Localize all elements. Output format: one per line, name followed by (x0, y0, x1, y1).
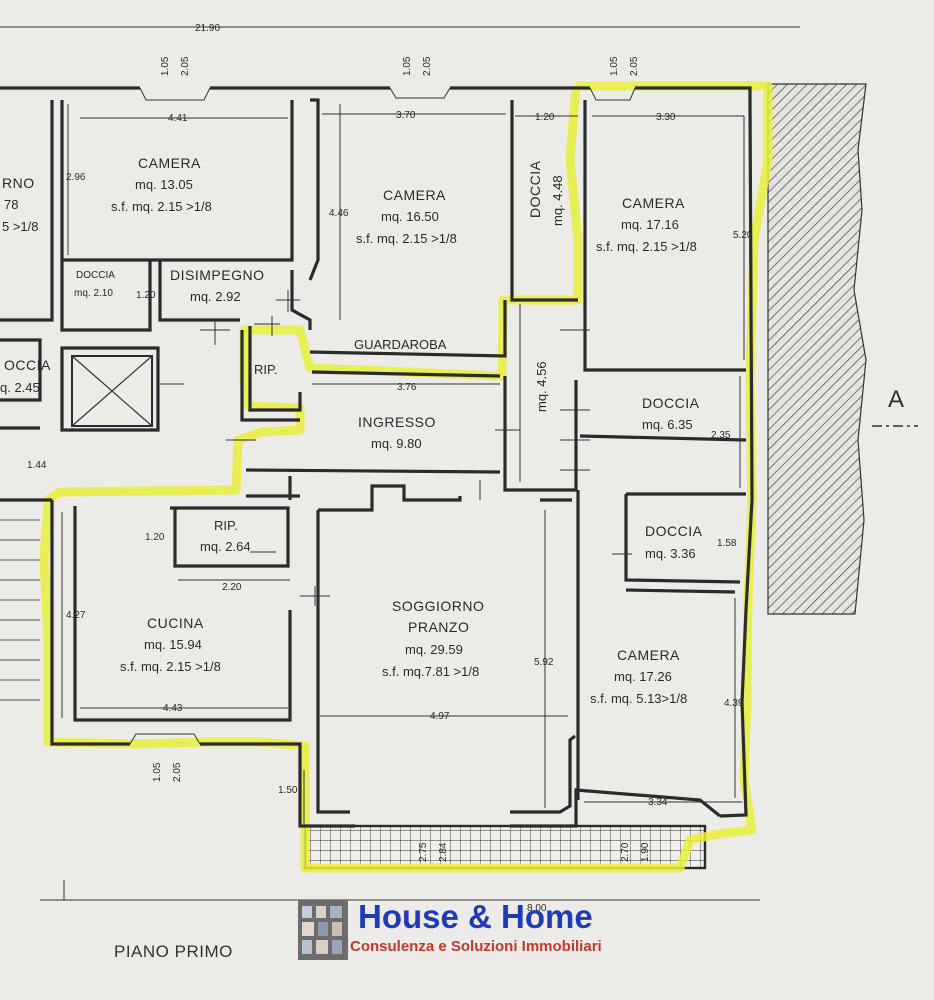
room-camera-1-area: mq. 13.05 (135, 177, 193, 192)
interior-walls (0, 98, 747, 814)
room-ingresso-name: INGRESSO (358, 414, 436, 430)
room-soggiorno-area: mq. 29.59 (405, 642, 463, 657)
svg-text:2.20: 2.20 (222, 582, 242, 593)
room-camera-4-area: mq. 17.26 (614, 669, 672, 684)
dimension-labels: 4.41 3.70 1.20 3.30 2.96 4.46 5.20 1.20 … (27, 110, 753, 914)
svg-text:3.34: 3.34 (648, 797, 668, 808)
apartment-highlight (39, 81, 773, 873)
room-ingresso-area: mq. 9.80 (371, 436, 422, 451)
svg-text:4.39: 4.39 (724, 698, 744, 709)
room-doccia-vert-name: DOCCIA (527, 160, 543, 218)
room-soggiorno-name: SOGGIORNO (392, 598, 484, 614)
room-cucina-name: CUCINA (147, 615, 204, 631)
room-disimpegno-name: DISIMPEGNO (170, 267, 264, 283)
stairs (0, 519, 40, 701)
room-doccia-635-area: mq. 6.35 (642, 417, 693, 432)
svg-text:4.43: 4.43 (163, 703, 183, 714)
svg-text:2.05: 2.05 (422, 56, 433, 76)
room-camera-4-info: s.f. mq. 5.13>1/8 (590, 691, 687, 706)
logo-subtitle: Consulenza e Soluzioni Immobiliari (350, 938, 602, 955)
top-windows (129, 87, 636, 745)
room-cucina-area: mq. 15.94 (144, 637, 202, 652)
section-marker: A (888, 386, 905, 413)
svg-text:1.20: 1.20 (145, 532, 165, 543)
svg-text:2.75: 2.75 (418, 842, 429, 862)
svg-text:4.97: 4.97 (430, 711, 450, 722)
room-guardaroba-name: GUARDAROBA (354, 337, 447, 352)
exterior-wall-bottom-left (50, 500, 721, 828)
room-camera-1-name: CAMERA (138, 155, 201, 171)
svg-text:4.27: 4.27 (66, 610, 86, 621)
room-cucina-info: s.f. mq. 2.15 >1/8 (120, 659, 221, 674)
room-disimpegno-area: mq. 2.92 (190, 289, 241, 304)
room-rip-2-area: mq. 2.64 (200, 539, 251, 554)
room-doccia-left-area: q. 2.45 (0, 380, 40, 395)
svg-text:3.30: 3.30 (656, 112, 676, 123)
svg-text:1.44: 1.44 (27, 460, 47, 471)
room-camera-1-info: s.f. mq. 2.15 >1/8 (111, 199, 212, 214)
svg-text:2.05: 2.05 (180, 56, 191, 76)
room-camera-3-info: s.f. mq. 2.15 >1/8 (596, 239, 697, 254)
room-camera-3-name: CAMERA (622, 195, 685, 211)
svg-text:1.05: 1.05 (152, 762, 163, 782)
room-camera-2-info: s.f. mq. 2.15 >1/8 (356, 231, 457, 246)
svg-text:4.46: 4.46 (329, 208, 349, 219)
logo-title: House & Home (358, 898, 593, 935)
svg-text:2.35: 2.35 (711, 430, 731, 441)
svg-text:1.20: 1.20 (136, 290, 156, 301)
svg-text:1.05: 1.05 (160, 56, 171, 76)
svg-text:2.70: 2.70 (620, 842, 631, 862)
room-rip-1-name: RIP. (254, 362, 278, 377)
svg-text:1.90: 1.90 (640, 842, 651, 862)
room-doccia-small-name: DOCCIA (76, 270, 115, 281)
svg-text:3.70: 3.70 (396, 110, 416, 121)
svg-text:2.96: 2.96 (66, 172, 86, 183)
svg-text:2.84: 2.84 (438, 842, 449, 862)
dimension-lines (40, 104, 760, 901)
room-camera-2-name: CAMERA (383, 187, 446, 203)
room-soggiorno-info: s.f. mq.7.81 >1/8 (382, 664, 479, 679)
door-markers (160, 290, 632, 606)
room-partial-info: 5 >1/8 (2, 219, 39, 234)
svg-text:1.50: 1.50 (278, 785, 298, 796)
adjacent-building-hatch (767, 83, 867, 615)
room-camera-2-area: mq. 16.50 (381, 209, 439, 224)
room-doccia-left-name: OCCIA (4, 357, 51, 373)
room-doccia-336-area: mq. 3.36 (645, 546, 696, 561)
svg-text:5.20: 5.20 (733, 230, 753, 241)
room-doccia-vert-area: mq. 4.48 (550, 175, 565, 226)
logo-mark (298, 900, 348, 960)
svg-text:4.41: 4.41 (168, 113, 188, 124)
svg-text:2.05: 2.05 (172, 762, 183, 782)
room-camera-3-area: mq. 17.16 (621, 217, 679, 232)
svg-text:3.76: 3.76 (397, 382, 417, 393)
room-corridor-area: mq. 4.56 (534, 361, 549, 412)
svg-text:5.92: 5.92 (534, 657, 554, 668)
room-doccia-small-area: mq. 2.10 (74, 288, 113, 299)
svg-text:2.05: 2.05 (629, 56, 640, 76)
svg-text:1.05: 1.05 (402, 56, 413, 76)
svg-text:1.58: 1.58 (717, 538, 737, 549)
top-dimension-label: 21.90 (195, 23, 220, 34)
room-doccia-635-name: DOCCIA (642, 395, 700, 411)
elevator-shaft (71, 355, 153, 427)
room-doccia-336-name: DOCCIA (645, 523, 703, 539)
window-dimensions: 1.05 2.05 1.05 2.05 1.05 2.05 1.05 2.05 … (152, 56, 651, 862)
svg-text:1.05: 1.05 (609, 56, 620, 76)
elevator-cross (71, 355, 153, 427)
exterior-wall-top-right (0, 86, 754, 818)
room-rip-2-name: RIP. (214, 518, 238, 533)
room-partial-area: 78 (4, 197, 18, 212)
floor-label: PIANO PRIMO (114, 942, 233, 961)
room-soggiorno-name2: PRANZO (408, 619, 469, 635)
room-partial-name: RNO (2, 175, 35, 191)
room-camera-4-name: CAMERA (617, 647, 680, 663)
svg-text:1.20: 1.20 (535, 112, 555, 123)
svg-text:8.00: 8.00 (527, 903, 547, 914)
